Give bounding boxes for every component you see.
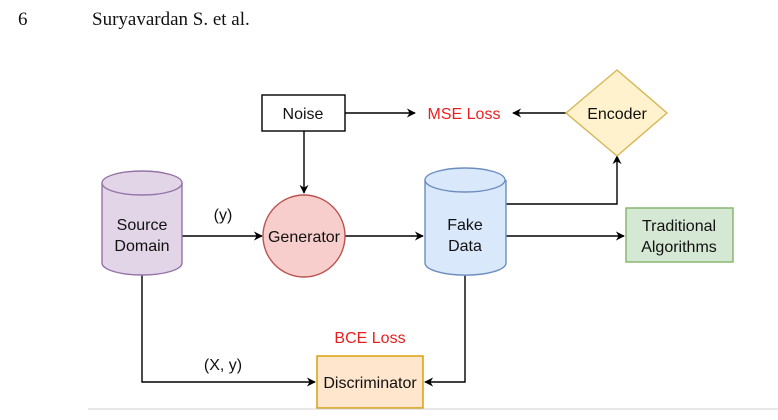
edge-label-y: (y) bbox=[214, 207, 233, 224]
source-domain-label-line2: Domain bbox=[114, 238, 169, 255]
encoder-label: Encoder bbox=[587, 106, 647, 123]
edge-label-x-y: (X, y) bbox=[204, 357, 242, 374]
discriminator-node: Discriminator bbox=[316, 355, 424, 409]
traditional-algorithms-label-line2: Algorithms bbox=[641, 239, 717, 256]
noise-label: Noise bbox=[283, 106, 324, 123]
generator-label: Generator bbox=[268, 229, 341, 246]
edge-fake-data-to-encoder bbox=[506, 155, 622, 205]
edges bbox=[141, 108, 625, 387]
edge-fake-data-to-discriminator bbox=[424, 275, 466, 387]
edge-source-to-discriminator bbox=[141, 275, 316, 387]
traditional-algorithms-label-line1: Traditional bbox=[642, 218, 716, 235]
source-domain-label-line1: Source bbox=[117, 217, 168, 234]
mse-loss-label: MSE Loss bbox=[428, 106, 501, 123]
page-number: 6 bbox=[18, 9, 28, 30]
noise-node: Noise bbox=[261, 94, 346, 132]
fake-data-label-line1: Fake bbox=[447, 217, 483, 234]
generator-node: Generator bbox=[262, 194, 346, 278]
encoder-node: Encoder bbox=[564, 69, 669, 157]
fake-data-label-line2: Data bbox=[448, 238, 482, 255]
running-head-authors: Suryavardan S. et al. bbox=[92, 9, 250, 30]
fake-data-node: Fake Data bbox=[424, 167, 507, 276]
source-domain-node: Source Domain bbox=[101, 170, 183, 276]
discriminator-label: Discriminator bbox=[323, 375, 417, 392]
bce-loss-label: BCE Loss bbox=[334, 330, 405, 347]
traditional-algorithms-node: Traditional Algorithms bbox=[625, 207, 734, 263]
